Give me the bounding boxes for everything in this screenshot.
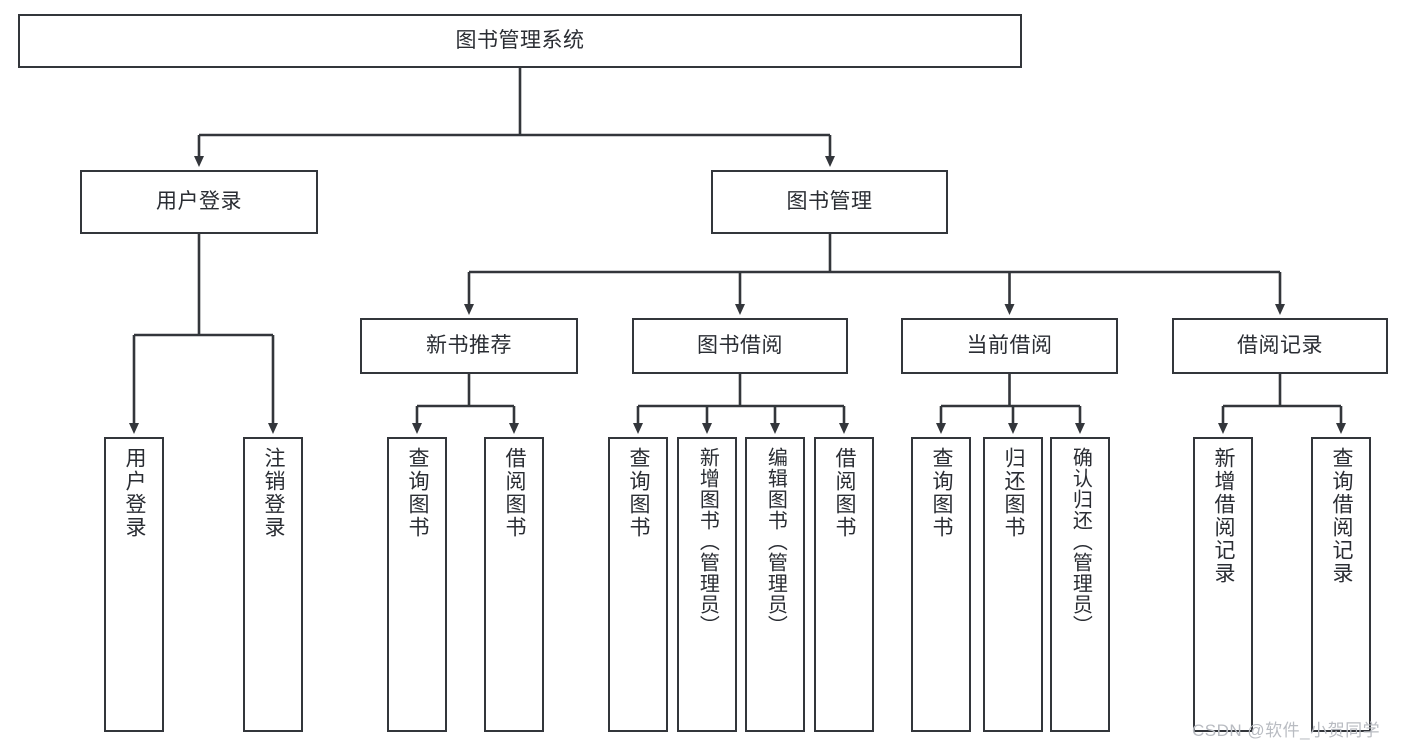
- node-level2-1[interactable]: 图书管理: [711, 170, 948, 234]
- node-leaf-12[interactable]: 查询借阅记录: [1311, 437, 1371, 732]
- node-label: 确认归还（管理员）: [1069, 447, 1092, 636]
- node-level3-1[interactable]: 图书借阅: [632, 318, 848, 374]
- node-leaf-0[interactable]: 用户登录: [104, 437, 164, 732]
- node-leaf-2[interactable]: 查询图书: [387, 437, 447, 732]
- node-leaf-3[interactable]: 借阅图书: [484, 437, 544, 732]
- node-label: 图书管理系统: [455, 28, 585, 52]
- node-label: 新增图书（管理员）: [696, 447, 719, 636]
- node-label: 查询图书: [405, 447, 429, 539]
- node-label: 编辑图书（管理员）: [764, 447, 787, 636]
- csdn-watermark: CSDN @软件_小贺同学: [1192, 721, 1381, 740]
- node-level3-0[interactable]: 新书推荐: [360, 318, 578, 374]
- node-label: 借阅记录: [1237, 333, 1323, 357]
- node-label: 用户登录: [122, 447, 146, 539]
- node-leaf-7[interactable]: 借阅图书: [814, 437, 874, 732]
- node-leaf-9[interactable]: 归还图书: [983, 437, 1043, 732]
- node-leaf-4[interactable]: 查询图书: [608, 437, 668, 732]
- node-label: 图书管理: [786, 189, 873, 213]
- node-label: 借阅图书: [832, 447, 856, 539]
- node-label: 查询图书: [929, 447, 953, 539]
- node-label: 图书借阅: [697, 333, 783, 357]
- node-level3-3[interactable]: 借阅记录: [1172, 318, 1388, 374]
- node-level3-2[interactable]: 当前借阅: [901, 318, 1118, 374]
- node-label: 新增借阅记录: [1211, 447, 1235, 585]
- node-label: 用户登录: [156, 189, 242, 213]
- node-label: 借阅图书: [502, 447, 526, 539]
- node-label: 当前借阅: [966, 333, 1053, 357]
- node-leaf-6[interactable]: 编辑图书（管理员）: [745, 437, 805, 732]
- node-leaf-11[interactable]: 新增借阅记录: [1193, 437, 1253, 732]
- node-label: 查询借阅记录: [1329, 447, 1353, 585]
- node-label: 注销登录: [261, 447, 285, 539]
- node-leaf-5[interactable]: 新增图书（管理员）: [677, 437, 737, 732]
- node-leaf-1[interactable]: 注销登录: [243, 437, 303, 732]
- node-label: 新书推荐: [426, 333, 512, 357]
- node-label: 归还图书: [1001, 447, 1025, 539]
- node-level2-0[interactable]: 用户登录: [80, 170, 318, 234]
- node-label: 查询图书: [626, 447, 650, 539]
- node-leaf-10[interactable]: 确认归还（管理员）: [1050, 437, 1110, 732]
- node-root[interactable]: 图书管理系统: [18, 14, 1022, 68]
- node-leaf-8[interactable]: 查询图书: [911, 437, 971, 732]
